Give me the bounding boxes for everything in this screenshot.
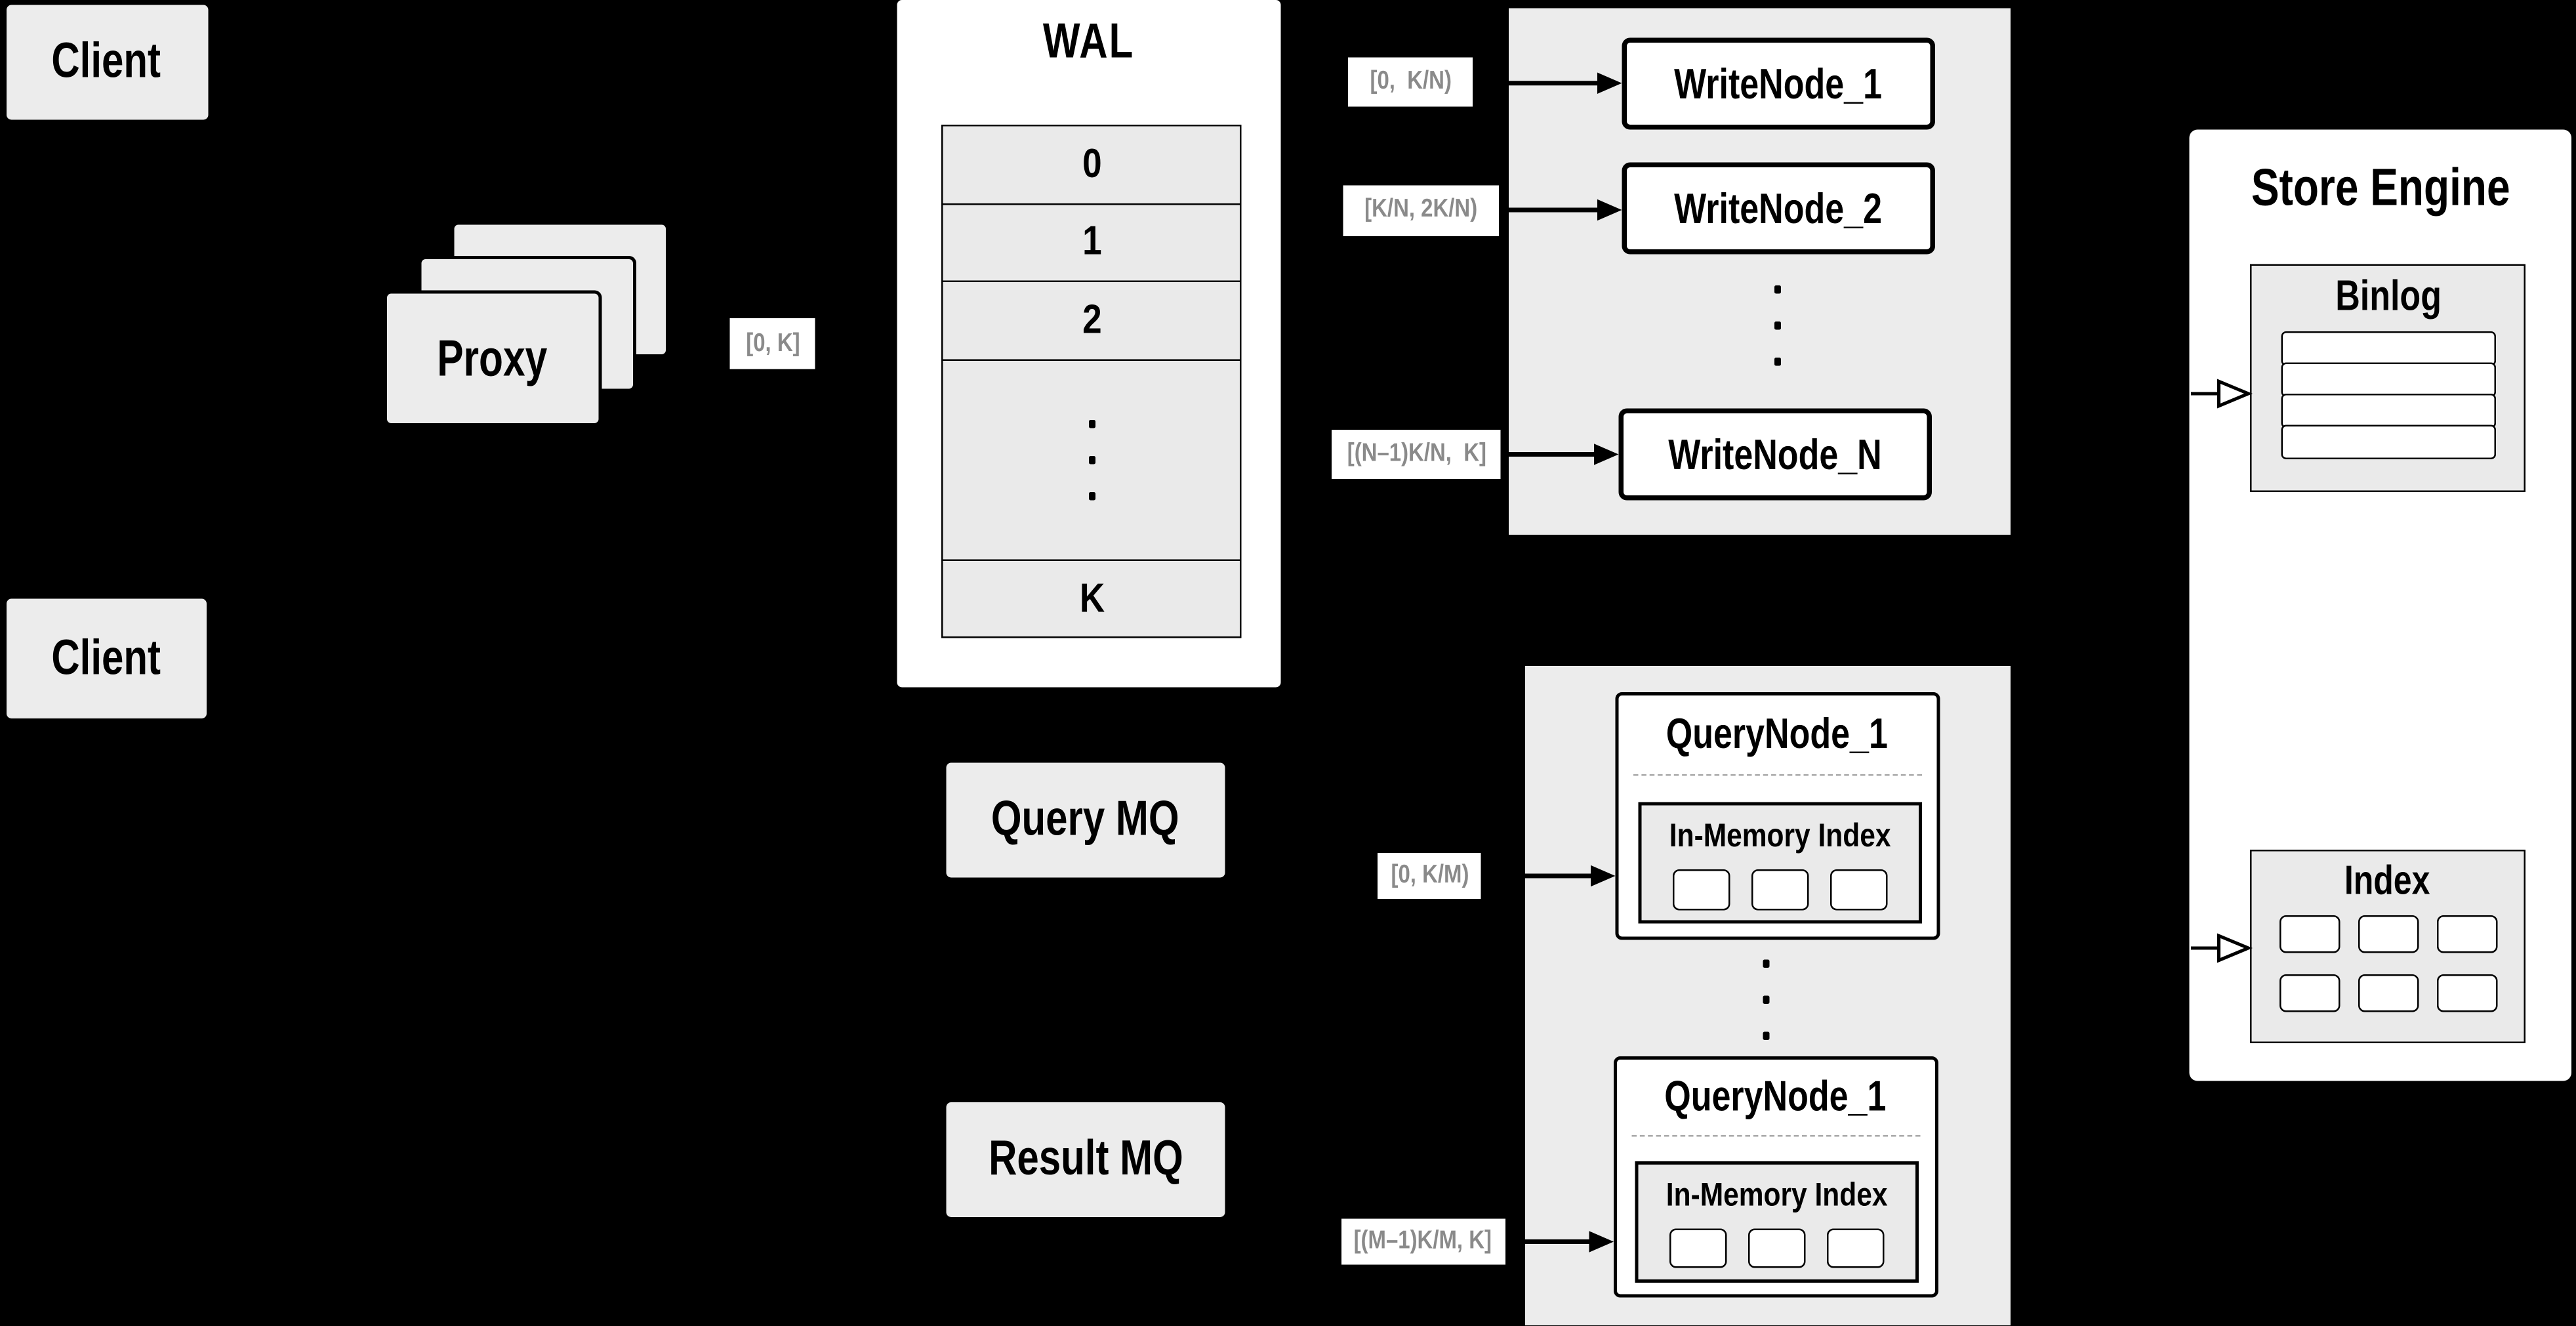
write-node-1-label: WriteNode_1 <box>1674 58 1883 108</box>
ellipsis-dot <box>1763 995 1770 1004</box>
range-label-proxy-wal: [0, K] <box>729 318 815 369</box>
ellipsis-dot <box>1774 321 1781 330</box>
segment-box <box>1830 869 1888 911</box>
proxy-label: Proxy <box>438 329 548 386</box>
segment-box <box>2278 974 2340 1012</box>
dashed-separator <box>1631 1135 1921 1137</box>
index-grid-row <box>2252 974 2524 1012</box>
in-memory-index-box-2: In-Memory Index <box>1635 1161 1919 1283</box>
segment-box <box>1669 1228 1727 1268</box>
store-engine-title-wrap: Store Engine <box>2190 130 2572 216</box>
store-engine-title: Store Engine <box>2251 156 2510 216</box>
ellipsis-dot <box>1088 420 1095 428</box>
client-bottom-label: Client <box>51 631 161 685</box>
segment-box <box>2357 915 2419 953</box>
index-grid-row <box>2252 915 2524 953</box>
query-node-2-box: QueryNode_1 In-Memory Index <box>1614 1056 1938 1298</box>
binlog-title: Binlog <box>2335 270 2441 320</box>
segment-box <box>1827 1228 1885 1268</box>
index-box: Index <box>2250 850 2525 1043</box>
range-label-text: [0, K/N) <box>1369 67 1452 96</box>
query-node-1-title: QueryNode_1 <box>1666 707 1889 757</box>
binlog-row <box>2280 394 2495 428</box>
binlog-row <box>2280 362 2495 396</box>
query-node-2-title-wrap: QueryNode_1 <box>1617 1060 1935 1132</box>
in-memory-index-2-label: In-Memory Index <box>1666 1176 1888 1213</box>
binlog-row <box>2280 331 2495 365</box>
write-node-2-box: WriteNode_2 <box>1622 162 1935 255</box>
segment-box <box>1673 869 1730 911</box>
write-node-2-label: WriteNode_2 <box>1674 182 1883 232</box>
wal-title: WAL <box>1043 14 1135 70</box>
wal-row-2-label: 2 <box>1082 297 1102 343</box>
wal-row-1-label: 1 <box>1082 218 1102 265</box>
store-engine-box: Store Engine Binlog Index <box>2189 129 2572 1081</box>
index-segments-row <box>1642 869 1919 911</box>
wal-box: WAL 0 1 2 K <box>897 0 1281 688</box>
segment-box <box>1751 869 1809 911</box>
segment-box <box>2357 974 2419 1012</box>
query-node-ellipsis <box>1763 959 1770 1040</box>
wal-row-k: K <box>943 561 1240 637</box>
wal-row-0: 0 <box>943 126 1240 205</box>
ellipsis-dot <box>1763 1031 1770 1040</box>
proxy-card-front: Proxy <box>384 290 602 426</box>
in-memory-index-box-1: In-Memory Index <box>1638 802 1922 924</box>
binlog-row <box>2280 425 2495 459</box>
segment-box <box>2436 974 2497 1012</box>
binlog-title-wrap: Binlog <box>2252 266 2524 320</box>
binlog-box: Binlog <box>2250 264 2525 492</box>
write-node-n-label: WriteNode_N <box>1668 428 1883 478</box>
query-node-2-title: QueryNode_1 <box>1665 1070 1887 1120</box>
index-title: Index <box>2344 857 2431 903</box>
in-memory-index-title-wrap: In-Memory Index <box>1639 1165 1916 1220</box>
wal-row-1: 1 <box>943 204 1240 283</box>
range-label-querynode1: [0, K/M) <box>1378 853 1481 899</box>
range-label-text: [0, K] <box>745 329 800 357</box>
range-label-text: [(M–1)K/M, K] <box>1354 1227 1493 1255</box>
client-top-label: Client <box>52 34 162 89</box>
ellipsis-dot <box>1774 358 1781 366</box>
ellipsis-dot <box>1763 959 1770 968</box>
query-mq-box: Query MQ <box>946 762 1225 878</box>
wal-row-ellipsis <box>943 361 1240 562</box>
index-title-wrap: Index <box>2252 852 2524 904</box>
dashed-separator <box>1633 774 1922 776</box>
query-mq-label: Query MQ <box>991 792 1180 847</box>
ellipsis-dot <box>1774 285 1781 294</box>
range-label-text: [(N–1)K/N, K] <box>1346 440 1486 468</box>
range-label-querynode2: [(M–1)K/M, K] <box>1341 1218 1505 1265</box>
index-segments-row <box>1639 1228 1916 1268</box>
query-node-1-title-wrap: QueryNode_1 <box>1619 695 1937 771</box>
in-memory-index-title-wrap: In-Memory Index <box>1642 806 1919 861</box>
client-box-bottom: Client <box>5 598 206 718</box>
wal-row-0-label: 0 <box>1082 140 1102 187</box>
segment-box <box>2436 915 2497 953</box>
ellipsis-dot <box>1088 492 1095 501</box>
segment-box <box>2278 915 2340 953</box>
wal-row-2: 2 <box>943 282 1240 362</box>
range-label-text: [K/N, 2K/N) <box>1364 195 1478 224</box>
range-label-text: [0, K/M) <box>1390 861 1469 890</box>
range-label-writenode1: [0, K/N) <box>1348 57 1473 107</box>
range-label-writenode2: [K/N, 2K/N) <box>1343 184 1499 236</box>
write-node-1-box: WriteNode_1 <box>1622 37 1935 130</box>
wal-title-wrap: WAL <box>897 13 1281 72</box>
in-memory-index-1-label: In-Memory Index <box>1669 818 1891 854</box>
wal-segment-table: 0 1 2 K <box>941 125 1242 638</box>
result-mq-label: Result MQ <box>988 1132 1183 1186</box>
wal-row-k-label: K <box>1079 575 1105 621</box>
ellipsis-dot <box>1088 456 1095 465</box>
range-label-writenoden: [(N–1)K/N, K] <box>1332 430 1501 479</box>
query-node-1-box: QueryNode_1 In-Memory Index <box>1615 692 1940 940</box>
binlog-rows <box>2280 331 2495 459</box>
result-mq-box: Result MQ <box>946 1102 1225 1217</box>
write-node-ellipsis <box>1774 285 1781 366</box>
segment-box <box>1748 1228 1806 1268</box>
client-box-top: Client <box>5 4 208 121</box>
write-node-n-box: WriteNode_N <box>1618 408 1932 501</box>
